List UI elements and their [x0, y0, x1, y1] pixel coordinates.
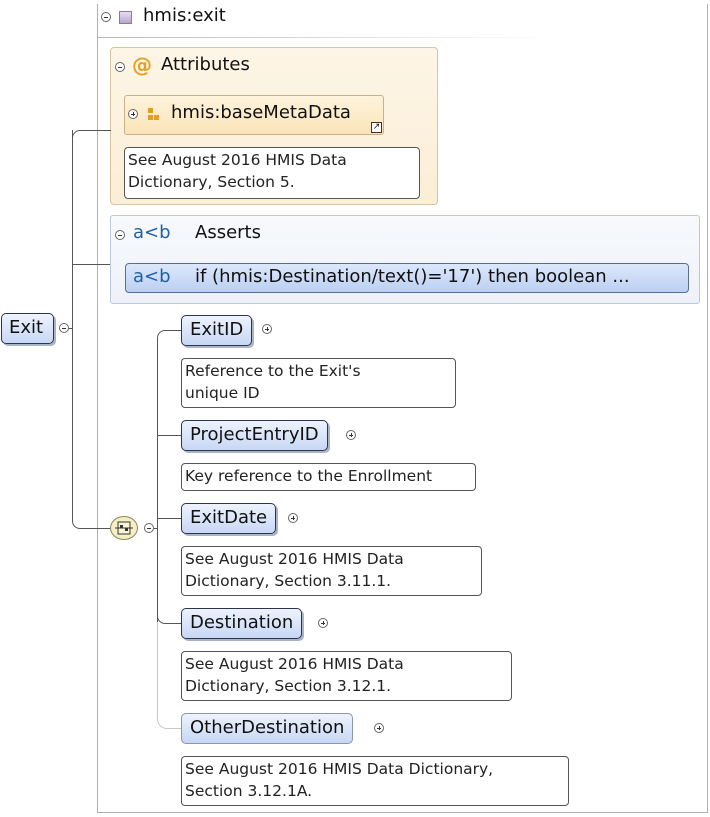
expand-otherdestination-icon[interactable]	[374, 723, 384, 733]
optional-connector	[157, 704, 182, 729]
expand-destination-icon[interactable]	[318, 618, 328, 628]
expand-exitid-icon[interactable]	[262, 324, 272, 334]
connector	[72, 512, 113, 529]
annotation-line: Dictionary, Section 5.	[128, 173, 295, 191]
collapse-root-icon[interactable]	[59, 323, 69, 333]
optional-connector	[157, 622, 158, 712]
sequence-glyph-icon	[115, 521, 133, 535]
child-node-destination[interactable]: Destination	[181, 608, 303, 639]
connector	[157, 610, 182, 624]
asserts-title: Asserts	[195, 222, 261, 243]
collapse-asserts-icon[interactable]	[115, 230, 125, 240]
expand-attribute-icon[interactable]	[128, 109, 138, 119]
annotation-line: See August 2016 HMIS Data	[185, 550, 404, 568]
attribute-group-name: hmis:baseMetaData	[171, 102, 351, 123]
connector	[72, 130, 111, 141]
annotation-line: unique ID	[185, 384, 260, 402]
attribute-group-item[interactable]	[124, 95, 384, 135]
child-node-exitdate[interactable]: ExitDate	[181, 503, 277, 534]
connector	[72, 264, 110, 265]
reference-arrow-icon[interactable]: ↗	[371, 122, 382, 133]
annotation-line: Key reference to the Enrollment	[185, 467, 433, 485]
connector	[154, 528, 158, 529]
element-icon	[119, 11, 132, 24]
element-name: hmis:exit	[143, 5, 226, 26]
exitid-annotation: Reference to the Exit's unique ID	[181, 358, 456, 408]
collapse-sequence-icon[interactable]	[144, 523, 154, 533]
attributes-title: Attributes	[161, 54, 250, 75]
annotation-line: Dictionary, Section 3.12.1.	[185, 677, 392, 695]
assert-icon: a<b	[133, 222, 171, 243]
connector	[157, 435, 181, 436]
assert-expression: if (hmis:Destination/text()='17') then b…	[195, 266, 630, 287]
expand-projectentryid-icon[interactable]	[346, 430, 356, 440]
projectentryid-annotation: Key reference to the Enrollment	[181, 463, 476, 491]
annotation-line: Dictionary, Section 3.11.1.	[185, 572, 392, 590]
connector	[157, 340, 158, 622]
collapse-icon[interactable]	[101, 12, 111, 22]
expand-exitdate-icon[interactable]	[288, 513, 298, 523]
destination-annotation: See August 2016 HMIS Data Dictionary, Se…	[181, 651, 512, 701]
connector	[157, 330, 182, 345]
assert-item-icon: a<b	[133, 266, 171, 287]
attributes-annotation: See August 2016 HMIS Data Dictionary, Se…	[124, 147, 420, 199]
child-node-projectentryid[interactable]: ProjectEntryID	[181, 420, 328, 451]
connector	[72, 130, 73, 522]
annotation-line: See August 2016 HMIS Data Dictionary,	[185, 760, 494, 778]
at-icon: @	[132, 53, 152, 77]
annotation-line: Section 3.12.1A.	[185, 782, 313, 800]
annotation-line: See August 2016 HMIS Data	[185, 655, 404, 673]
sequence-compositor-icon[interactable]	[110, 516, 138, 540]
assert-item[interactable]	[125, 263, 689, 293]
element-frame	[97, 4, 708, 813]
element-header-divider	[97, 37, 552, 38]
exitdate-annotation: See August 2016 HMIS Data Dictionary, Se…	[181, 546, 482, 596]
annotation-line: Reference to the Exit's	[185, 362, 361, 380]
annotation-line: See August 2016 HMIS Data	[128, 151, 347, 169]
connector	[69, 328, 73, 329]
collapse-attributes-icon[interactable]	[115, 62, 125, 72]
otherdestination-annotation: See August 2016 HMIS Data Dictionary, Se…	[181, 756, 569, 806]
connector	[157, 518, 181, 519]
attribute-group-icon	[148, 108, 160, 122]
child-node-exitid[interactable]: ExitID	[181, 315, 253, 346]
root-node[interactable]: Exit	[1, 313, 54, 344]
child-node-otherdestination[interactable]: OtherDestination	[181, 713, 354, 744]
